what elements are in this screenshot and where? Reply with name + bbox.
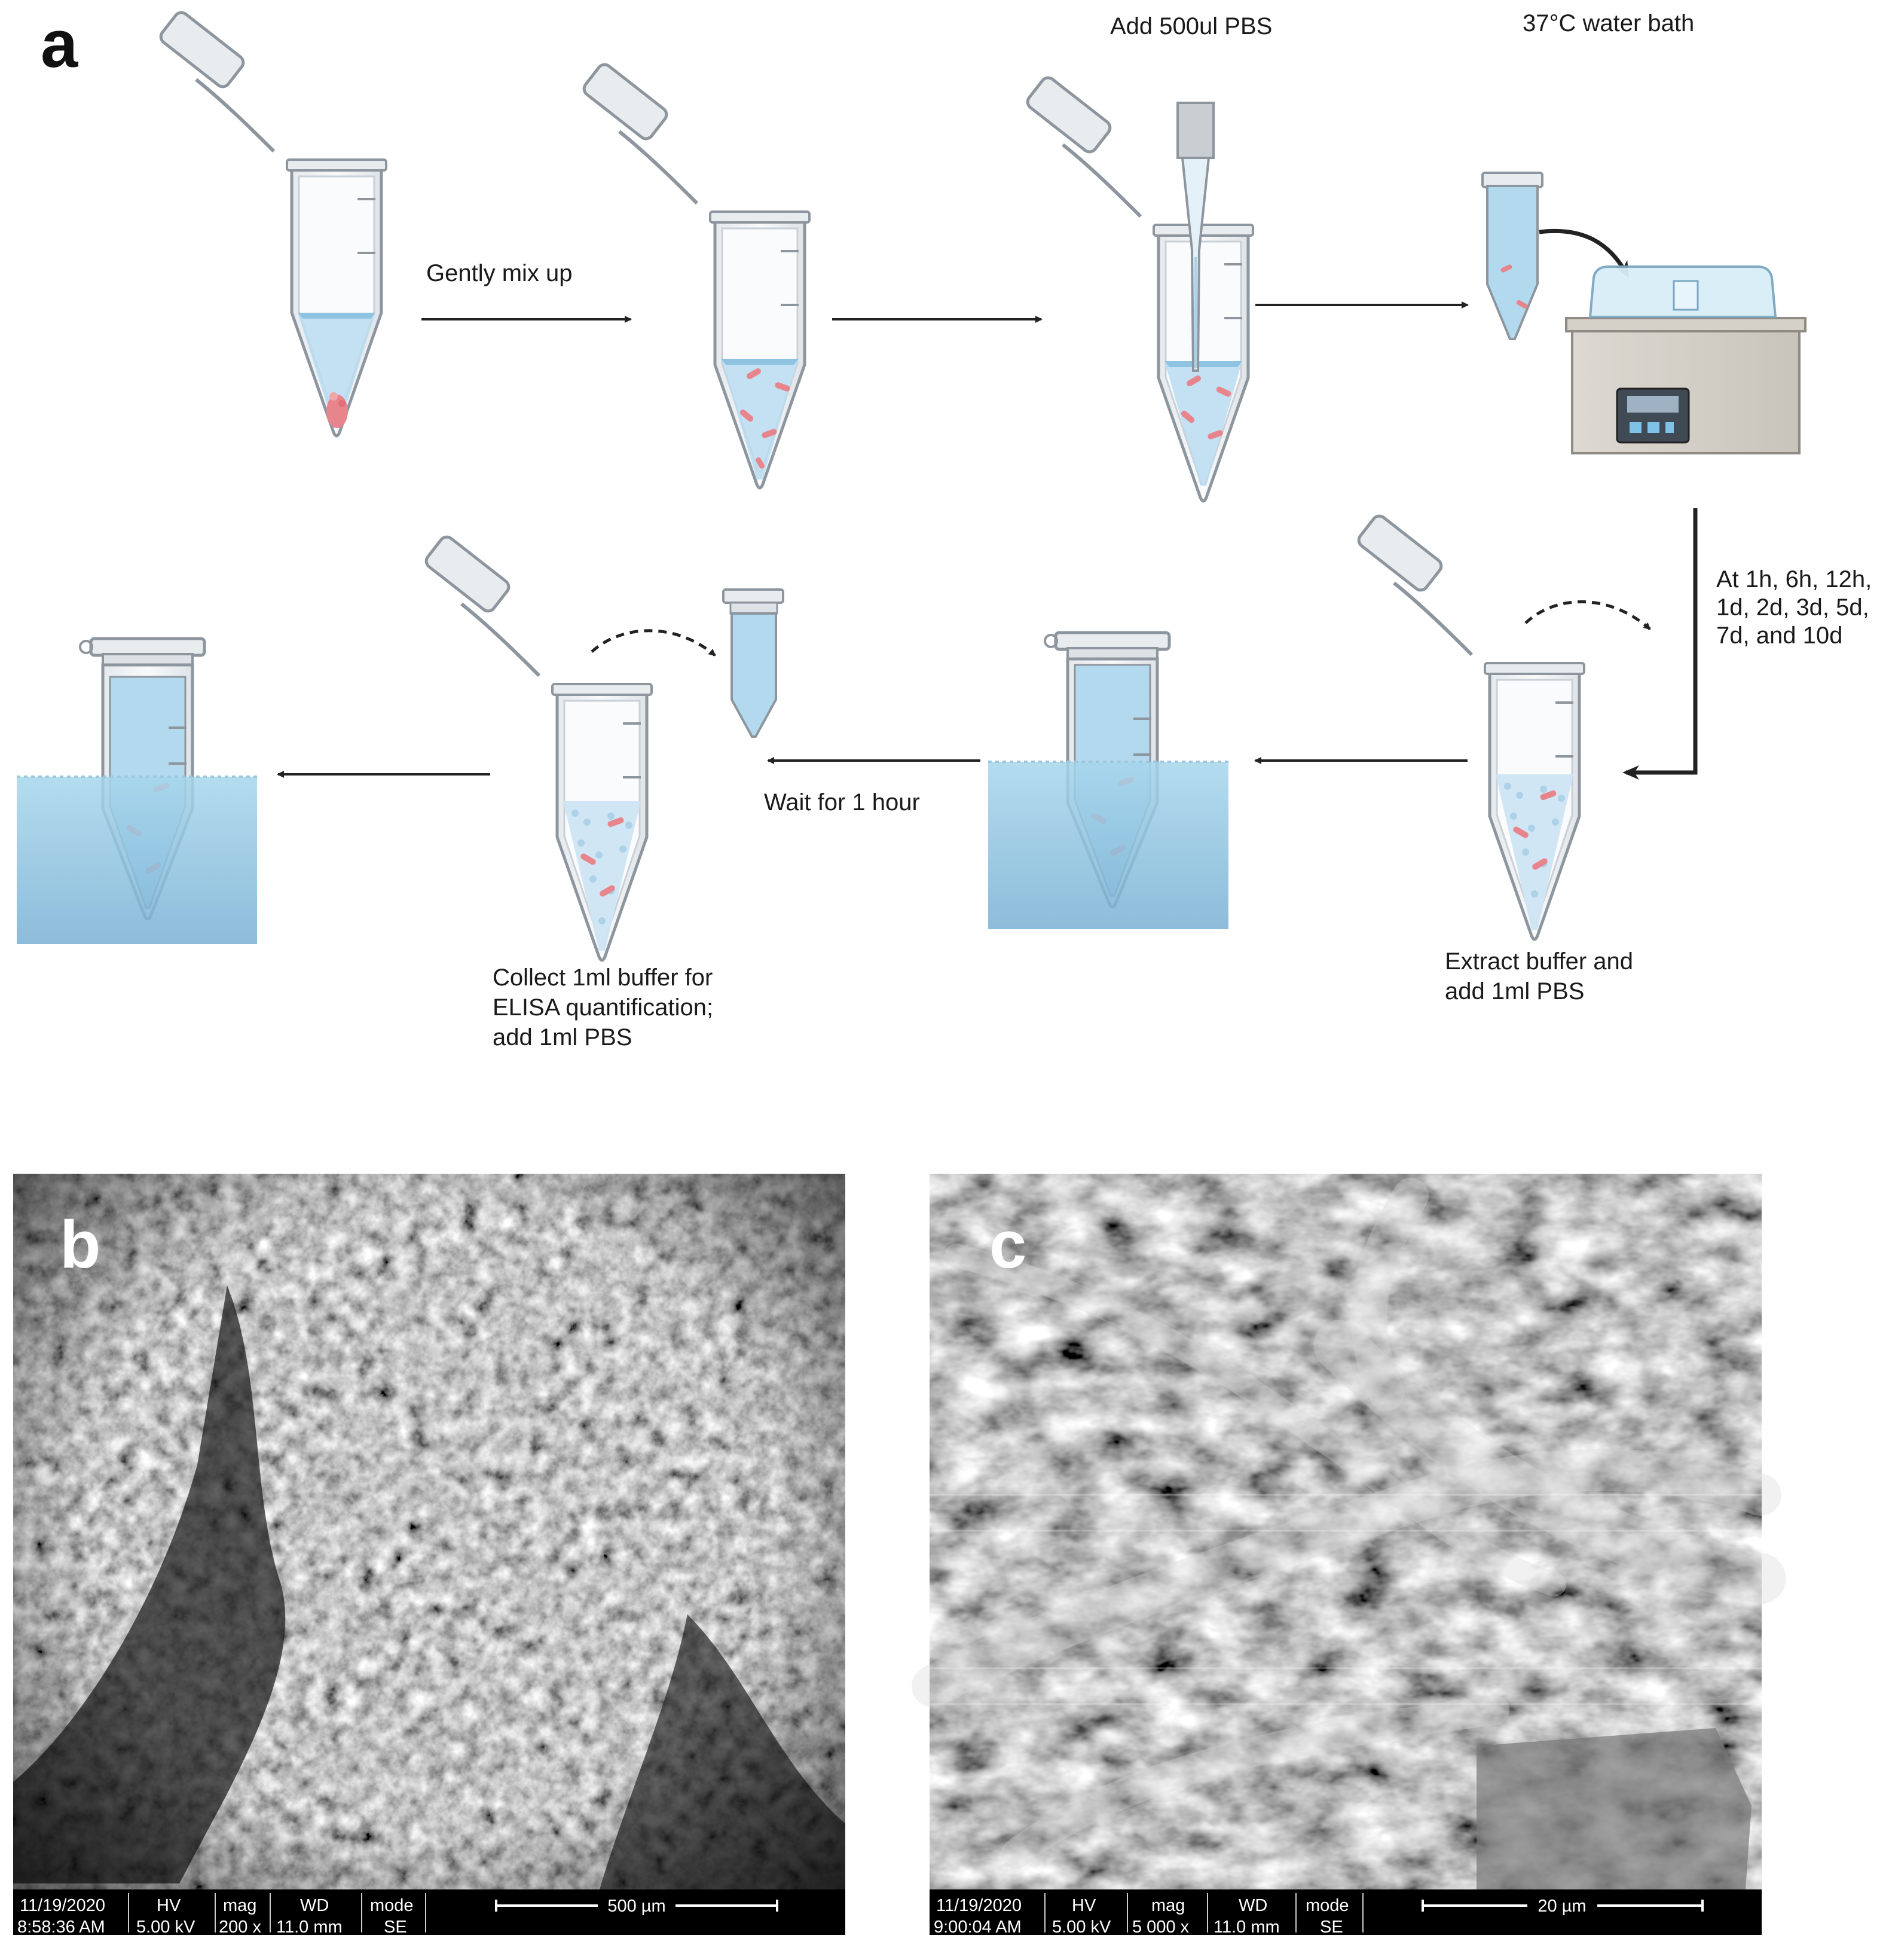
label-water-bath: 37°C water bath <box>1523 10 1694 36</box>
sem-info-bar-b: 11/19/2020 8:58:36 AM HV 5.00 kV mag 200… <box>13 1889 845 1937</box>
sem-hv-label: HV <box>1072 1896 1096 1915</box>
label-add-500ul-pbs: Add 500ul PBS <box>1110 13 1272 39</box>
sem-mag: 200 x <box>219 1918 261 1937</box>
sem-wd-label: WD <box>300 1896 329 1915</box>
tube-in-water-2 <box>988 633 1228 929</box>
tube-1 <box>158 10 386 436</box>
sem-time: 8:58:36 AM <box>17 1918 105 1937</box>
arrow-timepoints <box>1622 508 1698 780</box>
label-collect-buffer: Collect 1ml buffer for ELISA quantificat… <box>493 964 720 1051</box>
sem-date: 11/19/2020 <box>20 1896 105 1915</box>
panel-a: a Gently mix up <box>17 7 1878 1051</box>
tube-3 <box>1025 75 1253 501</box>
water-bath-icon <box>1565 265 1807 454</box>
panel-c-sem-image: c 11/19/2020 9:00:04 AM HV 5.00 kV mag 5… <box>912 1174 1786 1937</box>
tube-small-bath <box>1481 172 1543 340</box>
tube-4 <box>1356 513 1584 939</box>
tube-in-water-1 <box>17 639 257 944</box>
sem-wd: 11.0 mm <box>276 1918 343 1937</box>
arrow-dashed-collect <box>591 629 716 657</box>
sediment-pellet <box>326 395 348 428</box>
scale-label-b: 500 µm <box>607 1897 665 1916</box>
sem-mode-label: mode <box>370 1896 414 1915</box>
label-gently-mix-up: Gently mix up <box>426 260 573 286</box>
sem-date: 11/19/2020 <box>936 1896 1022 1915</box>
water-tank-1 <box>17 777 257 944</box>
arrow-into-bath <box>1539 228 1630 279</box>
sem-hv-label: HV <box>157 1896 181 1915</box>
sem-mode-label: mode <box>1306 1896 1349 1915</box>
label-wait-1-hour: Wait for 1 hour <box>764 789 920 816</box>
sem-hv: 5.00 kV <box>136 1918 195 1937</box>
sem-hv: 5.00 kV <box>1052 1918 1111 1937</box>
sem-mode: SE <box>384 1918 407 1937</box>
sem-wd: 11.0 mm <box>1214 1918 1280 1937</box>
label-timepoints: At 1h, 6h, 12h, 1d, 2d, 3d, 5d, 7d, and … <box>1716 566 1878 649</box>
water-tank-2 <box>988 762 1228 929</box>
sem-wd-label: WD <box>1239 1896 1267 1915</box>
sem-mag-label: mag <box>1151 1896 1185 1915</box>
pipette-icon <box>1176 102 1215 372</box>
scale-label-c: 20 µm <box>1538 1897 1586 1916</box>
tube-5 <box>423 534 652 960</box>
sem-mag-label: mag <box>223 1896 256 1915</box>
sem-info-bar-c: 11/19/2020 9:00:04 AM HV 5.00 kV mag 5 0… <box>930 1889 1762 1937</box>
tube-2 <box>581 62 809 488</box>
label-extract-buffer: Extract buffer and add 1ml PBS <box>1445 948 1640 1005</box>
tube-small-collected <box>722 588 784 738</box>
scale-bar-c: 20 µm <box>1422 1897 1704 1916</box>
panel-letter-c: c <box>989 1207 1026 1282</box>
sem-mag: 5 000 x <box>1132 1918 1190 1937</box>
panel-b-sem-image: b 11/19/2020 8:58:36 AM HV 5.00 kV mag 2… <box>13 1174 845 1937</box>
sem-mode: SE <box>1320 1918 1343 1937</box>
panel-letter-a: a <box>41 7 78 81</box>
scale-bar-b: 500 µm <box>495 1897 778 1916</box>
sem-time: 9:00:04 AM <box>934 1918 1022 1937</box>
panel-letter-b: b <box>60 1207 100 1282</box>
arrow-dashed-extract <box>1524 600 1651 630</box>
